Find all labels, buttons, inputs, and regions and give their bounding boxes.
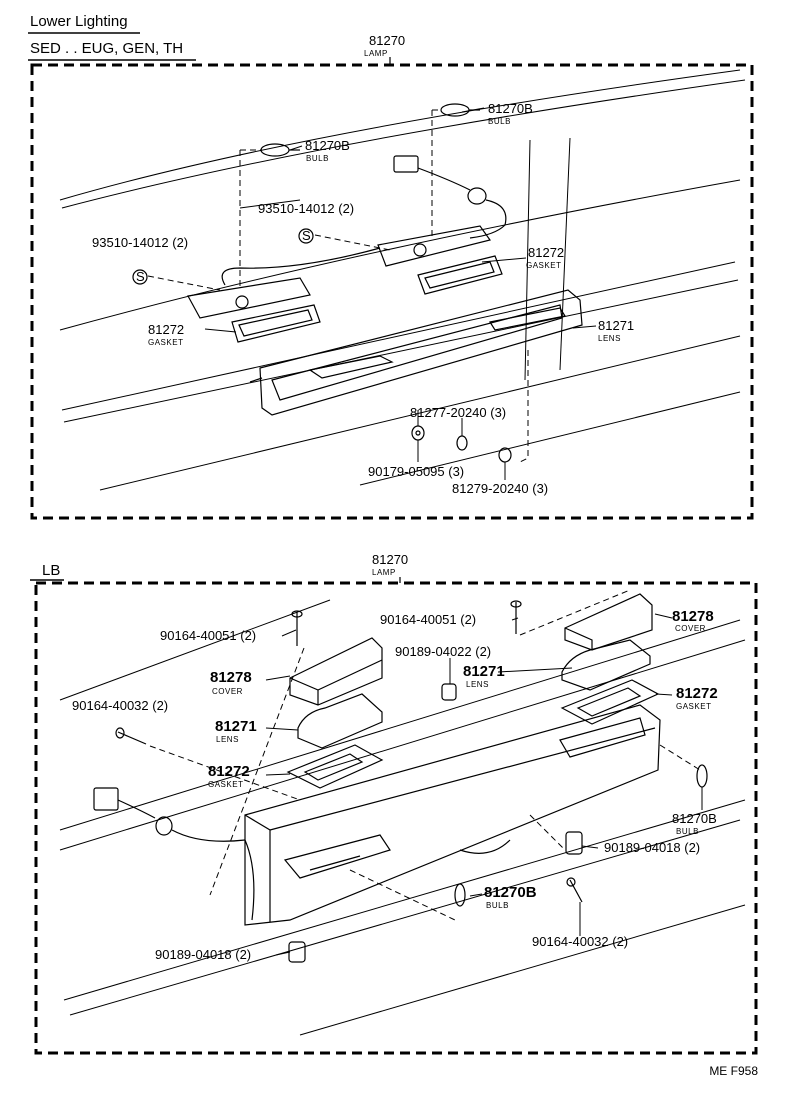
part-label: COVER: [212, 687, 243, 696]
nut-icon: [411, 425, 425, 441]
screw-icon: [566, 877, 583, 903]
part-label: LENS: [466, 680, 489, 689]
bulb-icon: [696, 764, 708, 788]
top-lamp-number: 81270: [369, 33, 405, 48]
part-number: 81271: [598, 318, 634, 333]
part-label: LENS: [216, 735, 239, 744]
part-number: 93510-14012 (2): [258, 201, 354, 216]
gasket-right: [560, 679, 660, 725]
bottom-lamp-number: 81270: [372, 552, 408, 567]
part-number: 81278: [672, 608, 714, 625]
part-label: BULB: [306, 154, 329, 163]
variant-label-top: SED . . EUG, GEN, TH: [30, 40, 184, 57]
part-label: GASKET: [526, 261, 561, 270]
socket-right: [377, 225, 492, 267]
lens-left: [297, 693, 383, 749]
bottom-panel-border: [34, 577, 758, 1055]
part-number: 81279-20240 (3): [452, 481, 548, 496]
cover-right: [564, 593, 653, 651]
part-label: BULB: [676, 827, 699, 836]
part-number: 81270B: [305, 138, 350, 153]
gasket-top-right: [417, 255, 503, 295]
part-label: GASKET: [208, 780, 243, 789]
clip-icon: [288, 941, 306, 963]
part-number: 90189-04022 (2): [395, 644, 491, 659]
part-number: 81270B: [484, 884, 537, 901]
cover-left: [289, 637, 383, 706]
part-number: 90164-40051 (2): [160, 628, 256, 643]
part-number: 90164-40051 (2): [380, 612, 476, 627]
part-label: GASKET: [148, 338, 183, 347]
part-number: 93510-14012 (2): [92, 235, 188, 250]
part-number: 81270B: [488, 101, 533, 116]
screw-icon: [115, 727, 147, 745]
top-panel-border: [30, 57, 754, 520]
lens-housing-top: [249, 289, 583, 416]
part-number: 81278: [210, 669, 252, 686]
part-number: 90189-04018 (2): [155, 947, 251, 962]
bottom-body-lines: [59, 599, 746, 1036]
part-label: GASKET: [676, 702, 711, 711]
part-number: 81271: [463, 663, 505, 680]
screw-icon: S: [132, 269, 148, 285]
bulb-icon: [260, 143, 300, 157]
part-number: 81272: [208, 763, 250, 780]
screw-icon: [291, 610, 303, 646]
svg-text:S: S: [302, 228, 311, 243]
lamp-housing-bottom: [244, 704, 661, 926]
top-lamp-label: LAMP: [364, 49, 388, 58]
washer-icon: [498, 447, 512, 463]
bulb-icon: [454, 883, 466, 907]
bottom-lamp-label: LAMP: [372, 568, 396, 577]
part-label: COVER: [675, 624, 706, 633]
part-number: 81277-20240 (3): [410, 405, 506, 420]
washer-icon: [456, 435, 468, 451]
gasket-left: [286, 744, 384, 789]
part-number: 90164-40032 (2): [532, 934, 628, 949]
part-number: 81271: [215, 718, 257, 735]
gasket-top-left: [231, 304, 321, 343]
part-number: 81272: [148, 322, 184, 337]
section-title: Lower Lighting: [30, 13, 128, 30]
part-number: 81270B: [672, 811, 717, 826]
screw-icon: S: [298, 228, 314, 244]
top-body-lines: [59, 69, 746, 491]
part-number: 90164-40032 (2): [72, 698, 168, 713]
variant-label-bottom: LB: [42, 562, 61, 579]
figure-code: ME F958: [709, 1064, 758, 1078]
socket-left: [187, 277, 311, 319]
clip-icon: [441, 683, 457, 701]
part-label: BULB: [486, 901, 509, 910]
lens-right: [561, 639, 651, 691]
svg-text:S: S: [136, 269, 145, 284]
wire-harness: [93, 787, 255, 921]
wire-harness: [221, 155, 507, 286]
screw-icon: [510, 600, 522, 634]
part-number: 90179-05095 (3): [368, 464, 464, 479]
part-number: 81272: [528, 245, 564, 260]
part-label: BULB: [488, 117, 511, 126]
part-number: 90189-04018 (2): [604, 840, 700, 855]
part-number: 81272: [676, 685, 718, 702]
clip-icon: [565, 831, 583, 855]
part-label: LENS: [598, 334, 621, 343]
